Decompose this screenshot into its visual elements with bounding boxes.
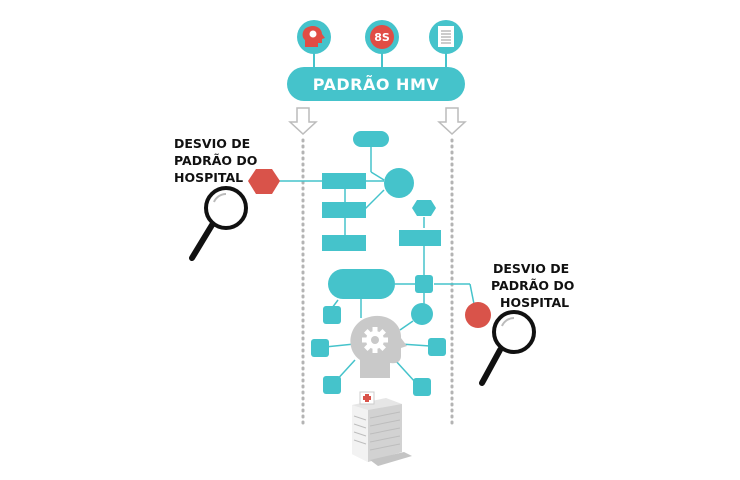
flow-box-2 bbox=[322, 202, 366, 218]
right-deviation-line-3: HOSPITAL bbox=[500, 295, 569, 310]
head-gear-icon bbox=[297, 20, 331, 54]
left-down-arrow-icon bbox=[290, 108, 316, 134]
circle-marker-icon bbox=[465, 302, 491, 328]
title-text: PADRÃO HMV bbox=[313, 75, 440, 94]
right-deviation-line-1: DESVIO DE bbox=[493, 261, 569, 276]
flow-small-box-3 bbox=[311, 339, 329, 357]
right-down-arrow-icon bbox=[439, 108, 465, 134]
magnifier-icon bbox=[192, 188, 246, 258]
title-banner: PADRÃO HMV bbox=[287, 67, 465, 101]
right-deviation: DESVIO DE PADRÃO DO HOSPITAL bbox=[465, 261, 574, 383]
left-deviation-line-1: DESVIO DE bbox=[174, 136, 250, 151]
hospital-building-icon bbox=[352, 392, 412, 466]
flow-small-box-6 bbox=[413, 378, 431, 396]
flow-small-box-1 bbox=[415, 275, 433, 293]
flow-main-pill bbox=[328, 269, 395, 299]
badge-text: 8S bbox=[374, 31, 390, 44]
center-head-gear-icon bbox=[350, 316, 407, 378]
flow-small-box-5 bbox=[323, 376, 341, 394]
flow-decision-circle bbox=[384, 168, 414, 198]
flow-small-box-4 bbox=[428, 338, 446, 356]
document-icon bbox=[429, 20, 463, 54]
8s-badge-icon: 8S bbox=[365, 20, 399, 54]
hexagon-marker-icon bbox=[248, 169, 280, 194]
left-deviation: DESVIO DE PADRÃO DO HOSPITAL bbox=[174, 136, 280, 258]
left-deviation-line-2: PADRÃO DO bbox=[174, 153, 257, 168]
flow-small-circle bbox=[411, 303, 433, 325]
flow-small-box-2 bbox=[323, 306, 341, 324]
flow-hexagon bbox=[412, 200, 436, 216]
right-deviation-line-2: PADRÃO DO bbox=[491, 278, 574, 293]
flow-box-4 bbox=[322, 235, 366, 251]
flow-start-pill bbox=[353, 131, 389, 147]
flow-box-3 bbox=[399, 230, 441, 246]
magnifier-icon-right bbox=[482, 312, 534, 383]
flow-box-1 bbox=[322, 173, 366, 189]
left-deviation-line-3: HOSPITAL bbox=[174, 170, 243, 185]
